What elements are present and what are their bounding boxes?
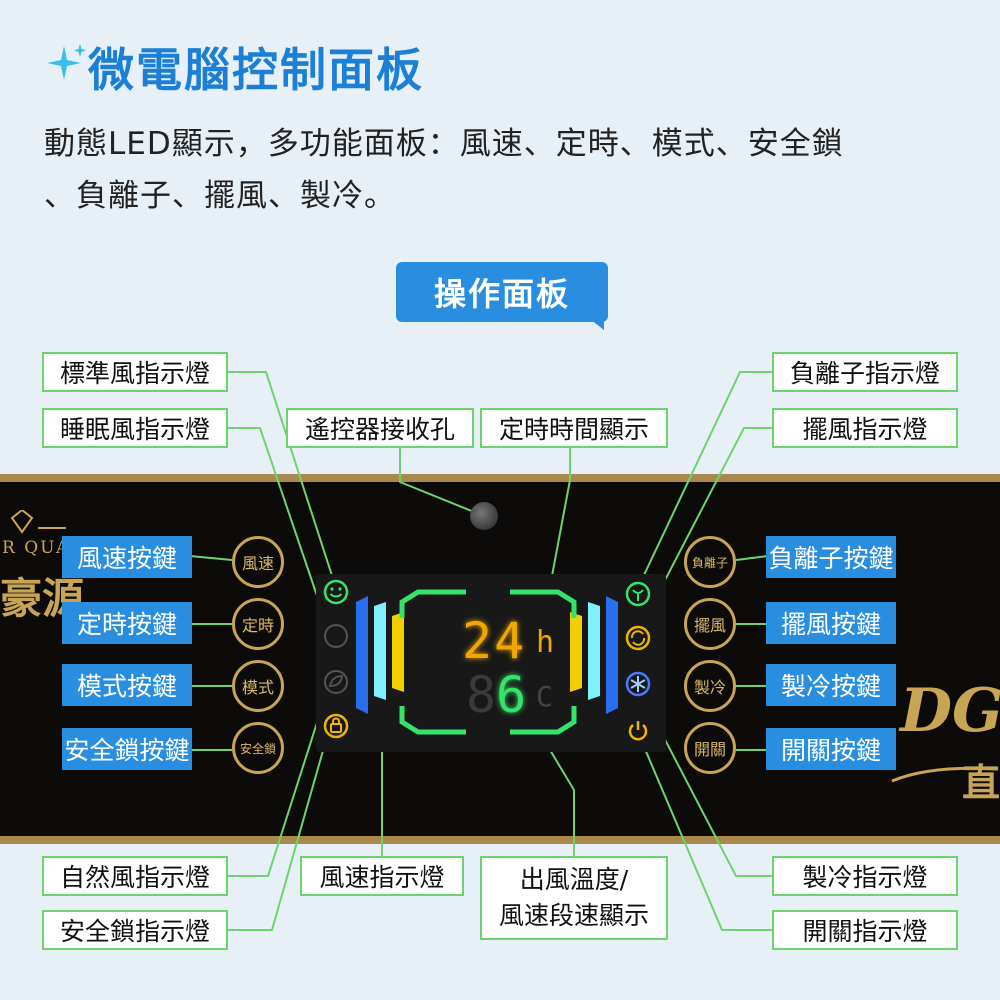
speed-button[interactable]: 風速: [232, 536, 284, 588]
power-button[interactable]: 開關: [684, 722, 736, 774]
callout-anion-button: 負離子按鍵: [766, 536, 896, 578]
callout-mode-button: 模式按鍵: [62, 664, 192, 706]
description-line-2: 、負離子、擺風、製冷。: [44, 178, 396, 214]
callout-lock-button: 安全鎖按鍵: [62, 728, 192, 770]
swing-icon: [625, 625, 651, 651]
sparkle-icon: [47, 44, 86, 80]
display-frame: [399, 589, 577, 735]
cool-button[interactable]: 製冷: [684, 660, 736, 712]
page-title: 微電腦控制面板: [88, 43, 424, 97]
snowflake-icon: [625, 671, 651, 697]
anion-button[interactable]: 負離子: [684, 536, 736, 588]
callout-sleep-wind: 睡眠風指示燈: [42, 408, 228, 448]
callout-anion-indicator: 負離子指示燈: [772, 352, 958, 392]
temp-unit: C: [536, 680, 553, 713]
timer-digits: 24: [462, 612, 527, 670]
callout-timer-button: 定時按鍵: [62, 602, 192, 644]
remote-receiver: [470, 502, 498, 530]
callout-power-indicator: 開關指示燈: [772, 910, 958, 950]
moon-icon: [324, 624, 348, 648]
lock-button[interactable]: 安全鎖: [232, 722, 284, 774]
callout-natural-wind: 自然風指示燈: [42, 856, 228, 896]
timer-button[interactable]: 定時: [232, 598, 284, 650]
speed-bars-right: [570, 596, 618, 714]
leaf-icon: [324, 670, 348, 694]
callout-swing-indicator: 擺風指示燈: [772, 408, 958, 448]
brand-swoosh: [891, 766, 999, 783]
description-line-1: 動態LED顯示，多功能面板：風速、定時、模式、安全鎖: [44, 126, 844, 162]
callout-remote-receiver: 遙控器接收孔: [286, 408, 474, 448]
callout-timer-display: 定時時間顯示: [480, 408, 668, 448]
speed-bars-left: [356, 596, 404, 714]
callout-temp-display: 出風溫度/ 風速段速顯示: [480, 856, 668, 940]
swing-button[interactable]: 擺風: [684, 598, 736, 650]
section-badge: 操作面板: [396, 262, 608, 322]
callout-standard-wind: 標準風指示燈: [42, 352, 228, 392]
brand-logo-left: [10, 510, 66, 534]
smile-icon: [323, 579, 349, 605]
power-icon: [628, 721, 648, 741]
temp-digits: 6: [496, 666, 527, 724]
callout-swing-button: 擺風按鍵: [766, 602, 896, 644]
brand-text: R QUA: [2, 538, 71, 558]
temp-digit-inactive: 8: [466, 666, 497, 724]
anion-icon: [625, 581, 651, 607]
mode-button[interactable]: 模式: [232, 660, 284, 712]
callout-power-button: 開關按鍵: [766, 728, 896, 770]
badge-tail: [586, 316, 604, 330]
callout-lock-indicator: 安全鎖指示燈: [42, 910, 228, 950]
right-brand-logo: DG: [900, 676, 1000, 746]
callout-speed-button: 風速按鍵: [62, 536, 192, 578]
timer-unit: h: [536, 625, 555, 660]
lock-icon: [323, 713, 349, 739]
callout-speed-indicator: 風速指示燈: [300, 856, 464, 896]
callout-cool-button: 製冷按鍵: [766, 664, 896, 706]
callout-cool-indicator: 製冷指示燈: [772, 856, 958, 896]
